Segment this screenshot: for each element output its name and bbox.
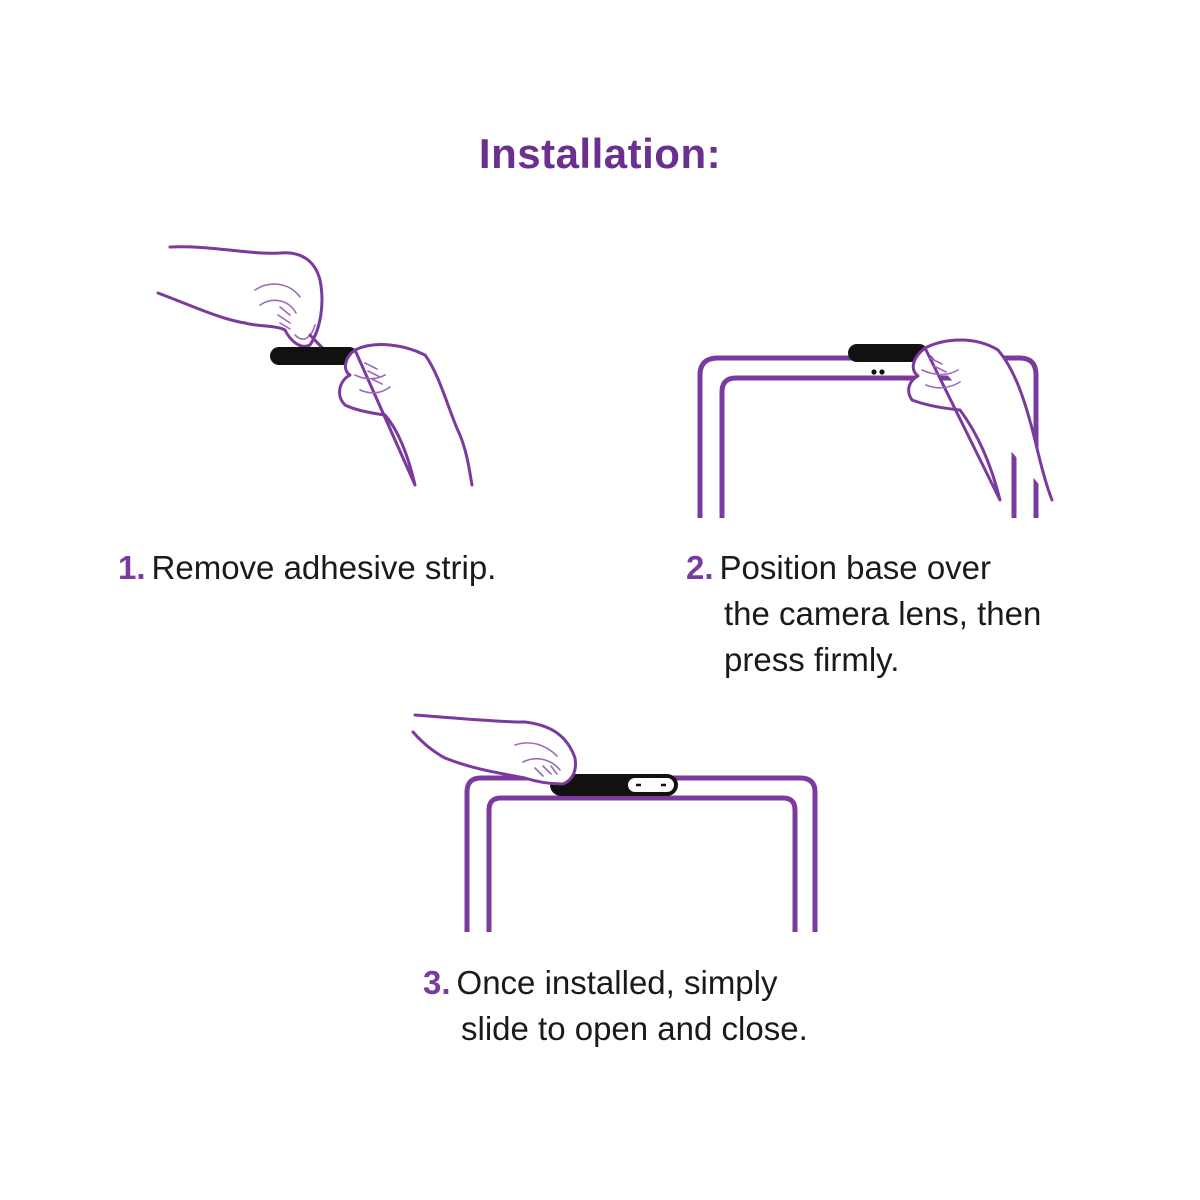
step-1-caption: 1.Remove adhesive strip.: [118, 545, 496, 591]
hand-icon: [907, 338, 1054, 502]
camera-cover-icon: [848, 344, 928, 362]
device-frame-inner: [486, 795, 798, 932]
step-2-caption: 2.Position base over the camera lens, th…: [686, 545, 1041, 683]
step-3-illustration: [411, 713, 818, 932]
step-number: 1.: [118, 549, 146, 586]
step-text: Once installed, simply: [456, 964, 778, 1001]
device-frame-outer: [464, 775, 818, 932]
adhesive-strip-icon: [270, 347, 358, 365]
step-number: 3.: [423, 964, 451, 1001]
step-3-caption: 3.Once installed, simply slide to open a…: [423, 960, 808, 1052]
step-text: the camera lens, then: [724, 595, 1042, 632]
step-1-illustration: [156, 245, 474, 487]
step-text: Position base over: [719, 549, 992, 586]
hand-icon: [411, 713, 577, 786]
page-title: Installation:: [478, 130, 722, 177]
step-2-illustration: [697, 338, 1054, 518]
step-text: Remove adhesive strip.: [151, 549, 497, 586]
step-text: slide to open and close.: [461, 1010, 808, 1047]
left-hand-icon: [156, 245, 324, 348]
step-text: press firmly.: [724, 641, 900, 678]
step-number: 2.: [686, 549, 714, 586]
right-hand-icon: [338, 343, 474, 487]
